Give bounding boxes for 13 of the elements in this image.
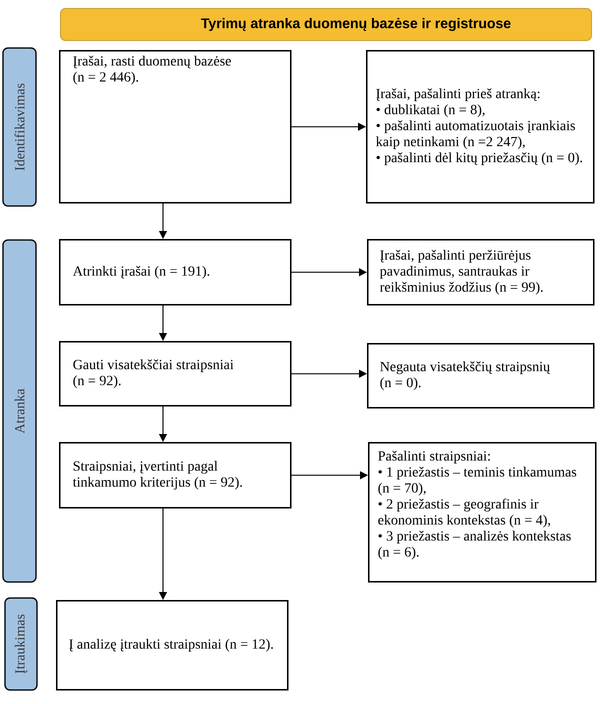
process-box: Atrinkti įrašai (n = 191). bbox=[59, 239, 292, 306]
process-box: Gauti visatekščiai straipsniai (n = 92). bbox=[59, 341, 292, 406]
process-box: Įrašai, pašalinti peržiūrėjus pavadinimus, santraukas ir reikšminius žodžius (n = 99). bbox=[367, 239, 594, 306]
stage-label-bar: Įtraukimas bbox=[4, 597, 38, 691]
stage-label-bar: Identifikavimas bbox=[2, 47, 37, 207]
process-box: Įrašai, rasti duomenų bazėse (n = 2 446). bbox=[59, 50, 292, 204]
process-box: Į analizę įtraukti straipsniai (n = 12). bbox=[56, 600, 288, 690]
process-box: Įrašai, pašalinti prieš atranką: • dublikatai (n = 8), • pašalinti automatizuotais įrankiais kaip netinkami (n =2 247), • pašalinti dėl kitų priežasčių (n = 0). bbox=[366, 50, 594, 204]
process-box: Negauta visatekščių straipsnių (n = 0). bbox=[367, 343, 594, 408]
stage-label-bar: Atranka bbox=[2, 239, 37, 583]
title-banner: Tyrimų atranka duomenų bazėse ir registruose bbox=[60, 8, 592, 41]
process-box: Straipsniai, įvertinti pagal tinkamumo kriterijus (n = 92). bbox=[59, 442, 292, 508]
process-box: Pašalinti straipsniai: • 1 priežastis – teminis tinkamumas (n = 70), • 2 priežastis – geografinis ir ekonominis kontekstas (n = 4), • 3 priežastis – analizės kontekstas (n = 6). bbox=[368, 442, 596, 582]
